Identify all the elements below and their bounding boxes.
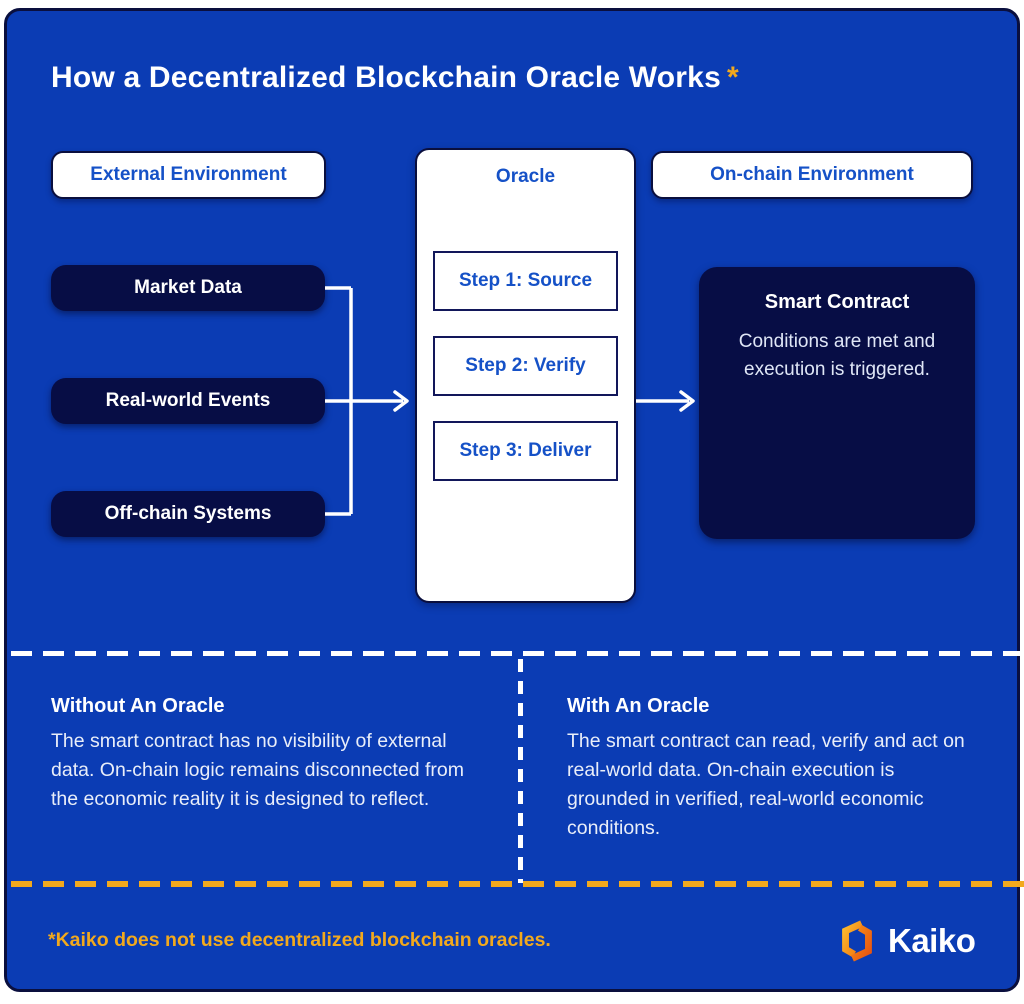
with-oracle-block: With An Oracle The smart contract can re… [567, 695, 979, 843]
source-off-chain-systems: Off-chain Systems [51, 491, 325, 537]
oracle-step-3-label: Step 3: Deliver [459, 440, 592, 461]
without-oracle-block: Without An Oracle The smart contract has… [51, 695, 483, 814]
source-market-data: Market Data [51, 265, 325, 311]
smart-contract-title: Smart Contract [764, 291, 910, 313]
header-external-environment: External Environment [51, 151, 326, 199]
source-off-chain-systems-label: Off-chain Systems [104, 503, 272, 524]
without-oracle-heading: Without An Oracle [51, 695, 225, 717]
oracle-panel: Oracle Step 1: Source Step 2: Verify Ste… [415, 148, 636, 603]
infographic-card: How a Decentralized Blockchain Oracle Wo… [4, 8, 1024, 992]
smart-contract-card: Smart Contract Conditions are met and ex… [699, 267, 975, 539]
source-real-world-events: Real-world Events [51, 378, 325, 424]
kaiko-logo-icon [842, 920, 872, 962]
oracle-step-2-label: Step 2: Verify [465, 355, 586, 376]
arrow-to-contract-icon [679, 390, 695, 412]
oracle-step-2: Step 2: Verify [433, 336, 618, 396]
vertical-dashed-divider [518, 659, 523, 883]
kaiko-logo-text: Kaiko [888, 922, 976, 959]
horizontal-dashed-divider [11, 651, 1024, 656]
source-real-world-events-label: Real-world Events [105, 390, 271, 411]
bracket-line [325, 286, 403, 516]
footnote: *Kaiko does not use decentralized blockc… [48, 929, 551, 951]
kaiko-logo: Kaiko [835, 919, 976, 963]
header-onchain-environment: On-chain Environment [651, 151, 973, 199]
oracle-step-1: Step 1: Source [433, 251, 618, 311]
title-asterisk: * [726, 61, 739, 94]
header-onchain-label: On-chain Environment [710, 164, 914, 185]
yellow-dashed-divider [11, 881, 1024, 887]
page-title: How a Decentralized Blockchain Oracle Wo… [51, 61, 739, 95]
oracle-step-3: Step 3: Deliver [433, 421, 618, 481]
smart-contract-body: Conditions are met and execution is trig… [738, 331, 936, 380]
oracle-step-1-label: Step 1: Source [458, 270, 593, 291]
page-title-text: How a Decentralized Blockchain Oracle Wo… [51, 61, 721, 94]
source-market-data-label: Market Data [134, 277, 242, 298]
with-oracle-body: The smart contract can read, verify and … [567, 730, 965, 839]
header-external-label: External Environment [90, 164, 287, 185]
oracle-panel-title: Oracle [495, 166, 556, 187]
arrow-to-oracle-icon [393, 390, 409, 412]
with-oracle-heading: With An Oracle [567, 695, 710, 717]
without-oracle-body: The smart contract has no visibility of … [51, 730, 464, 810]
